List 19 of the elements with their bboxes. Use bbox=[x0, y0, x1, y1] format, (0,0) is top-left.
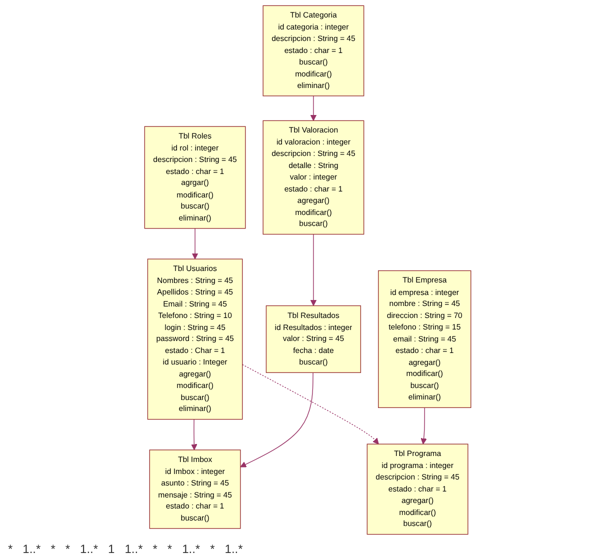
arrow bbox=[240, 372, 314, 468]
arrow bbox=[310, 96, 316, 121]
multiplicity-label: * bbox=[152, 542, 158, 556]
multiplicity-label: * bbox=[50, 542, 56, 556]
multiplicity-label: 1..* bbox=[224, 542, 243, 556]
arrow bbox=[420, 407, 427, 444]
multiplicity-label: 1..* bbox=[124, 542, 143, 556]
multiplicity-label: 1..* bbox=[182, 542, 200, 556]
multiplicity-label: 1..* bbox=[80, 542, 98, 556]
arrow bbox=[192, 228, 198, 260]
multiplicity-label: 1..* bbox=[22, 542, 41, 556]
multiplicity-label: * bbox=[210, 542, 215, 556]
multiplicity-label: * bbox=[65, 542, 70, 556]
arrow bbox=[310, 234, 316, 306]
arrow bbox=[242, 364, 379, 444]
multiplicity-label: * bbox=[167, 542, 172, 556]
multiplicity-label: 1 bbox=[108, 542, 115, 556]
arrow bbox=[190, 418, 197, 450]
multiplicity-label: * bbox=[8, 542, 13, 556]
